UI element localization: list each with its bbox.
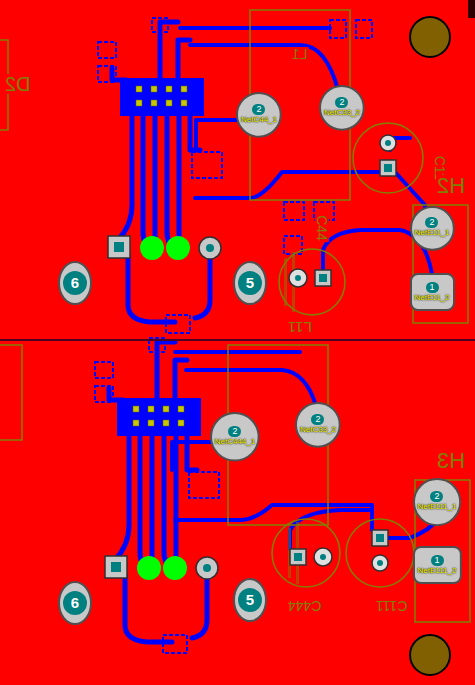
pin-number: 5 [238, 271, 262, 295]
net-name: NetC33_2 [300, 425, 336, 435]
through-hole-pad: 2NetE11_1 [410, 206, 455, 251]
oval-pad: 6 [58, 261, 92, 305]
part-designator: L1 [291, 47, 309, 61]
oval-pad: 5 [233, 578, 267, 622]
pin-number: 1 [431, 555, 444, 566]
part-designator: C111 [375, 599, 408, 613]
square-pad: 1NetE11_2 [410, 273, 455, 311]
pin-number: 5 [238, 588, 262, 612]
through-hole-pad: 2NetC444_1 [210, 412, 260, 462]
net-name: NetC444_1 [215, 437, 255, 447]
mounting-hole [410, 635, 450, 675]
through-hole-pad: 2NetC33_2 [295, 402, 341, 448]
square-pad: 1NetE111_2 [413, 546, 462, 584]
through-hole-pad: 2NetC44_1 [236, 92, 282, 138]
pin-number: 6 [63, 271, 87, 295]
oval-pad: 6 [58, 581, 92, 625]
net-name: NetE11_2 [415, 293, 450, 303]
oval-pad: 5 [233, 261, 267, 305]
net-name: NetE11_1 [414, 228, 449, 238]
part-designator: L11 [287, 320, 313, 335]
through-hole-pad: 2NetE111_1 [413, 478, 461, 526]
part-designator: D2 [4, 74, 32, 94]
pin-number: 1 [426, 282, 439, 293]
net-name: NetC33_2 [324, 108, 360, 118]
net-name: NetE111_1 [418, 502, 457, 512]
net-name: NetC44_1 [241, 115, 277, 125]
part-designator: C444 [287, 599, 322, 613]
pin-number: 6 [63, 591, 87, 615]
part-designator: C44 [315, 214, 329, 242]
mounting-hole [410, 17, 450, 57]
net-name: NetE111_2 [418, 566, 457, 576]
part-designator: H2 [436, 175, 466, 197]
through-hole-pad: 2NetC33_2 [319, 85, 365, 131]
part-designator: H3 [436, 450, 466, 472]
